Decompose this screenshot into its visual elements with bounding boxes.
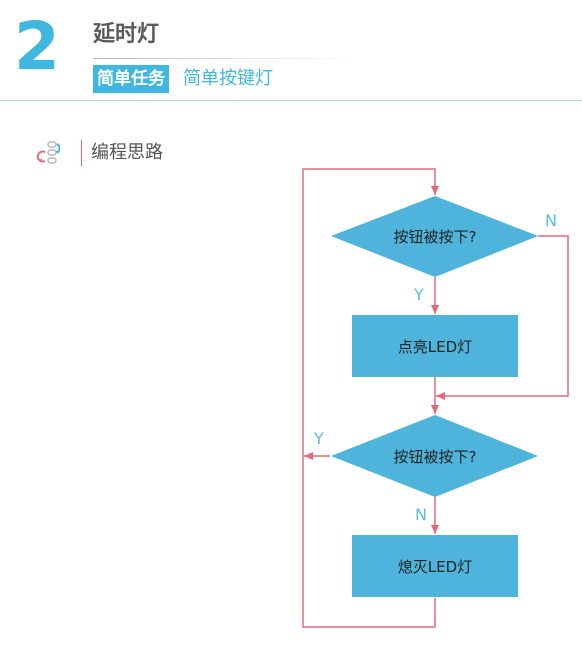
process-2-text: 熄灭LED灯 — [398, 558, 472, 576]
process-1-text: 点亮LED灯 — [398, 338, 472, 356]
title-underline — [93, 58, 358, 59]
task-subtitle: 简单按键灯 — [183, 68, 273, 89]
section-divider — [81, 140, 82, 166]
label-no-1: N — [545, 211, 557, 230]
decision-1-text: 按钮被按下? — [394, 228, 477, 246]
task-badge: 简单任务 — [93, 65, 169, 93]
decision-2 — [331, 415, 538, 497]
process-2 — [352, 535, 518, 597]
link-chain-icon — [36, 141, 60, 164]
loop-back-connector — [302, 168, 439, 628]
lesson-number: 2 — [14, 8, 60, 85]
header-rule — [0, 100, 582, 101]
decision-2-text: 按钮被按下? — [394, 448, 477, 466]
label-no-2: N — [415, 505, 427, 524]
section-title: 编程思路 — [91, 142, 163, 163]
label-yes-2: Y — [313, 429, 324, 448]
d1-no-connector — [436, 235, 569, 400]
label-yes-1: Y — [413, 285, 424, 304]
process-1 — [352, 315, 518, 377]
decision-1 — [331, 196, 538, 277]
lesson-title: 延时灯 — [93, 22, 160, 47]
